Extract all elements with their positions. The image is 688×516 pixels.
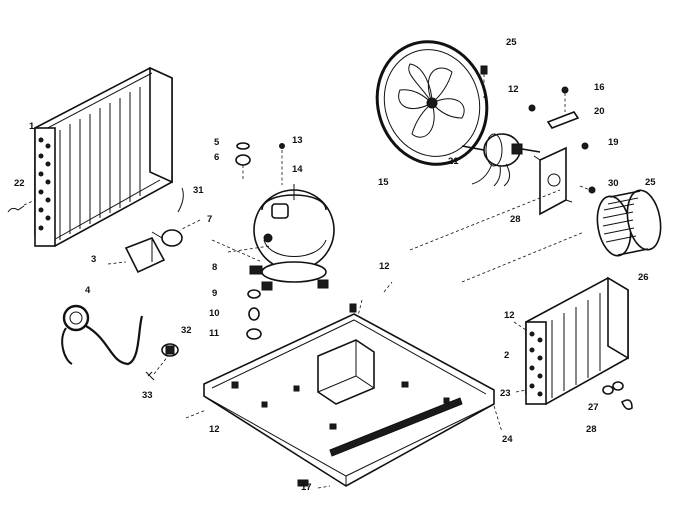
compressor [249, 184, 335, 291]
drain-fitting [145, 343, 179, 381]
callout-27: 27 [588, 402, 599, 413]
callout-9: 9 [212, 288, 217, 299]
bracket-clip [546, 111, 580, 129]
fan-blade-assembly [375, 40, 489, 166]
callout-21: 21 [448, 156, 459, 167]
callout-28-upper: 28 [510, 214, 521, 225]
drain-hardware [602, 381, 633, 410]
callout-10: 10 [209, 308, 220, 319]
callout-12-left: 12 [209, 424, 220, 435]
callout-23: 23 [500, 388, 511, 399]
callout-6: 6 [214, 152, 219, 163]
callout-3: 3 [91, 254, 96, 265]
coil-screw [7, 199, 36, 213]
callout-17: 17 [301, 482, 312, 493]
base-pan [203, 281, 503, 487]
callout-12-right: 12 [504, 310, 515, 321]
callout-13: 13 [292, 135, 303, 146]
overload-protector [151, 187, 184, 247]
evaporator-coil [513, 276, 629, 405]
callout-28-lower: 28 [586, 424, 597, 435]
compressor-hardware [211, 142, 285, 340]
callout-11: 11 [209, 328, 220, 339]
callout-2: 2 [504, 350, 509, 361]
callout-1: 1 [29, 121, 35, 132]
callout-22: 22 [14, 178, 25, 189]
callout-16: 16 [594, 82, 605, 93]
callout-8: 8 [212, 262, 217, 273]
callout-20: 20 [594, 106, 605, 117]
condenser-coil [34, 66, 173, 247]
callout-30: 30 [608, 178, 619, 189]
callout-labels: 1 22 31 7 3 8 4 5 6 13 14 9 10 11 32 33 … [14, 37, 656, 493]
leader-lines [179, 189, 585, 489]
fan-motor [461, 133, 541, 187]
callout-19: 19 [608, 137, 619, 148]
hardware-upper [480, 65, 596, 194]
callout-33: 33 [142, 390, 153, 401]
callout-15: 15 [378, 177, 389, 188]
callout-32: 32 [181, 325, 192, 336]
callout-14: 14 [292, 164, 303, 175]
refrigerant-tubing [61, 304, 144, 366]
callout-31: 31 [193, 185, 204, 196]
capacitor-box [107, 237, 166, 274]
callout-4: 4 [85, 285, 91, 296]
blower-wheel [596, 189, 662, 257]
motor-bracket [533, 146, 573, 216]
callout-25-right: 25 [645, 177, 656, 188]
callout-24: 24 [502, 434, 513, 445]
callout-25-top: 25 [506, 37, 517, 48]
callout-12-upper: 12 [508, 84, 519, 95]
callout-26: 26 [638, 272, 649, 283]
callout-7: 7 [207, 214, 212, 225]
callout-12-center: 12 [379, 261, 390, 272]
callout-5: 5 [214, 137, 220, 148]
